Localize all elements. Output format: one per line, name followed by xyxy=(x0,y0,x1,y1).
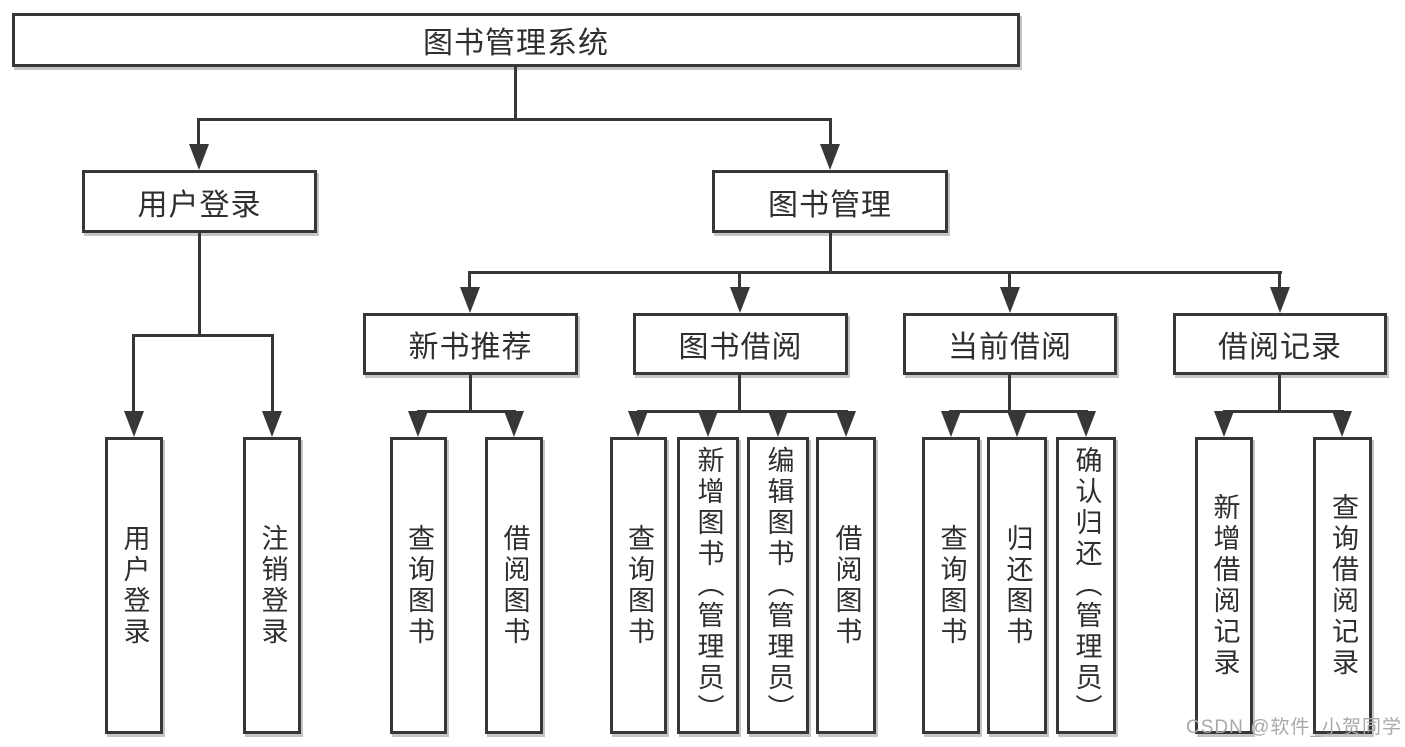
leaf-return-books: 归还图书 xyxy=(987,437,1047,734)
arrowhead-down xyxy=(836,411,856,437)
connector-vertical xyxy=(1278,375,1281,413)
leaf-label: 查询图书 xyxy=(936,523,967,648)
arrowhead-down xyxy=(1270,287,1290,313)
leaf-query-books-borrowing: 查询图书 xyxy=(610,437,667,734)
connector-vertical xyxy=(1008,375,1011,413)
connector-vertical xyxy=(468,271,471,289)
node-label: 当前借阅 xyxy=(948,331,1072,364)
leaf-label: 查询借阅记录 xyxy=(1328,492,1358,679)
leaf-label: 注销登录 xyxy=(257,523,288,648)
arrowhead-down xyxy=(768,411,788,437)
leaf-confirm-return-admin: 确认归还（管理员） xyxy=(1056,437,1116,734)
leaf-label: 新增借阅记录 xyxy=(1209,492,1240,679)
arrowhead-down xyxy=(1214,411,1234,437)
connector-vertical xyxy=(271,334,274,413)
leaf-label: 编辑图书（管理员） xyxy=(763,446,794,725)
connector-horizontal xyxy=(132,334,274,337)
connector-vertical xyxy=(198,233,201,337)
leaf-borrow-books-recommend: 借阅图书 xyxy=(485,437,543,734)
leaf-label: 借阅图书 xyxy=(499,523,530,648)
arrowhead-down xyxy=(460,287,480,313)
leaf-add-borrow-record: 新增借阅记录 xyxy=(1195,437,1253,734)
node-book-management: 图书管理 xyxy=(712,170,948,233)
leaf-query-books-recommend: 查询图书 xyxy=(390,437,447,734)
node-user-login: 用户登录 xyxy=(82,170,317,233)
connector-vertical xyxy=(197,118,200,146)
arrowhead-down xyxy=(189,144,209,170)
watermark: CSDN @软件_小贺同学 xyxy=(1186,717,1402,738)
node-label: 图书管理系统 xyxy=(423,27,609,60)
arrowhead-down xyxy=(1332,411,1352,437)
leaf-label: 确认归还（管理员） xyxy=(1071,446,1102,725)
leaf-label: 新增图书（管理员） xyxy=(693,446,724,725)
arrowhead-down xyxy=(124,411,144,437)
connector-horizontal xyxy=(197,118,832,121)
arrowhead-down xyxy=(730,287,750,313)
leaf-edit-book-admin: 编辑图书（管理员） xyxy=(747,437,809,734)
arrowhead-down xyxy=(1007,411,1027,437)
arrowhead-down xyxy=(262,411,282,437)
leaf-query-books-current: 查询图书 xyxy=(922,437,980,734)
arrowhead-down xyxy=(1076,411,1096,437)
node-label: 新书推荐 xyxy=(408,331,533,364)
connector-vertical xyxy=(514,66,517,119)
leaf-user-login: 用户登录 xyxy=(105,437,163,734)
leaf-label: 查询图书 xyxy=(624,523,654,648)
connector-horizontal xyxy=(468,271,1282,274)
arrowhead-down xyxy=(1000,287,1020,313)
arrowhead-down xyxy=(698,411,718,437)
node-borrowing-records: 借阅记录 xyxy=(1173,313,1387,375)
leaf-label: 归还图书 xyxy=(1002,523,1033,648)
node-current-borrowing: 当前借阅 xyxy=(903,313,1117,375)
node-label: 用户登录 xyxy=(137,188,262,222)
leaf-label: 借阅图书 xyxy=(831,523,862,648)
connector-horizontal xyxy=(637,410,848,413)
node-new-book-recommendation: 新书推荐 xyxy=(363,313,578,375)
connector-vertical xyxy=(829,233,832,274)
arrowhead-down xyxy=(820,144,840,170)
arrowhead-down xyxy=(941,411,961,437)
connector-vertical xyxy=(1008,271,1011,289)
leaf-label: 查询图书 xyxy=(404,523,434,648)
node-label: 图书管理 xyxy=(768,188,892,222)
node-label: 借阅记录 xyxy=(1218,331,1342,364)
arrowhead-down xyxy=(628,411,648,437)
leaf-label: 用户登录 xyxy=(119,523,150,648)
leaf-query-borrow-record: 查询借阅记录 xyxy=(1313,437,1372,734)
arrowhead-down xyxy=(408,411,428,437)
node-library-management-system: 图书管理系统 xyxy=(12,13,1020,67)
connector-horizontal xyxy=(1223,410,1344,413)
connector-vertical xyxy=(132,334,135,413)
leaf-add-book-admin: 新增图书（管理员） xyxy=(677,437,739,734)
connector-horizontal xyxy=(417,410,516,413)
node-label: 图书借阅 xyxy=(678,331,803,364)
connector-vertical xyxy=(738,271,741,289)
arrowhead-down xyxy=(504,411,524,437)
node-book-borrowing: 图书借阅 xyxy=(633,313,848,375)
connector-vertical xyxy=(469,375,472,413)
leaf-logout: 注销登录 xyxy=(243,437,301,734)
connector-vertical xyxy=(1278,271,1281,289)
leaf-borrow-books: 借阅图书 xyxy=(816,437,876,734)
connector-vertical xyxy=(738,375,741,413)
connector-vertical xyxy=(829,118,832,146)
